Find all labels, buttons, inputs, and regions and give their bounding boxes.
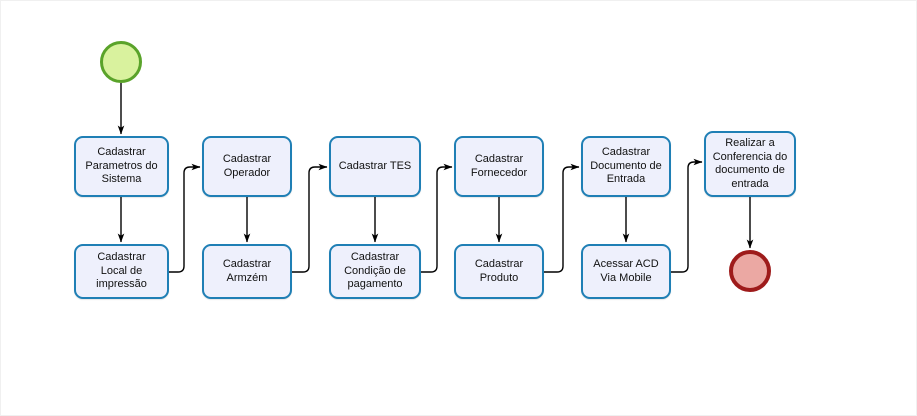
task-label: Cadastrar Produto [474, 258, 524, 284]
task-cadastrar-produto[interactable]: Cadastrar Produto [454, 244, 544, 299]
task-label: Cadastrar Local de impressão [96, 251, 147, 291]
edge-t10-to-t11 [671, 158, 703, 273]
task-acessar-acd-via-mobile[interactable]: Acessar ACD Via Mobile [581, 244, 671, 299]
edge-t6-to-t7 [421, 163, 453, 273]
task-cadastrar-documento-de-entrada[interactable]: Cadastrar Documento de Entrada [581, 136, 671, 197]
task-label: Cadastrar TES [338, 159, 412, 172]
task-cadastrar-fornecedor[interactable]: Cadastrar Fornecedor [454, 136, 544, 197]
task-label: Cadastrar Fornecedor [470, 153, 528, 179]
edge-t4-to-t5 [292, 163, 328, 273]
task-cadastrar-condicao-de-pagamento[interactable]: Cadastrar Condição de pagamento [329, 244, 421, 299]
edge-t8-to-t9 [544, 163, 580, 273]
task-label: Acessar ACD Via Mobile [593, 258, 659, 284]
task-cadastrar-armzem[interactable]: Cadastrar Armzém [202, 244, 292, 299]
task-cadastrar-parametros-do-sistema[interactable]: Cadastrar Parametros do Sistema [74, 136, 169, 197]
edge-t2-to-t3 [169, 163, 201, 273]
task-label: Cadastrar Armzém [222, 258, 272, 284]
task-cadastrar-operador[interactable]: Cadastrar Operador [202, 136, 292, 197]
task-label: Cadastrar Parametros do Sistema [85, 146, 158, 186]
task-cadastrar-tes[interactable]: Cadastrar TES [329, 136, 421, 197]
task-label: Realizar a Conferencia do documento de e… [712, 137, 788, 190]
task-cadastrar-local-de-impressao[interactable]: Cadastrar Local de impressão [74, 244, 169, 299]
task-label: Cadastrar Condição de pagamento [344, 251, 406, 291]
task-realizar-a-conferencia-do-documento-de-entrada[interactable]: Realizar a Conferencia do documento de e… [704, 131, 796, 197]
task-label: Cadastrar Documento de Entrada [590, 146, 662, 186]
end-event[interactable] [729, 250, 771, 292]
task-label: Cadastrar Operador [222, 153, 272, 179]
start-event[interactable] [100, 41, 142, 83]
